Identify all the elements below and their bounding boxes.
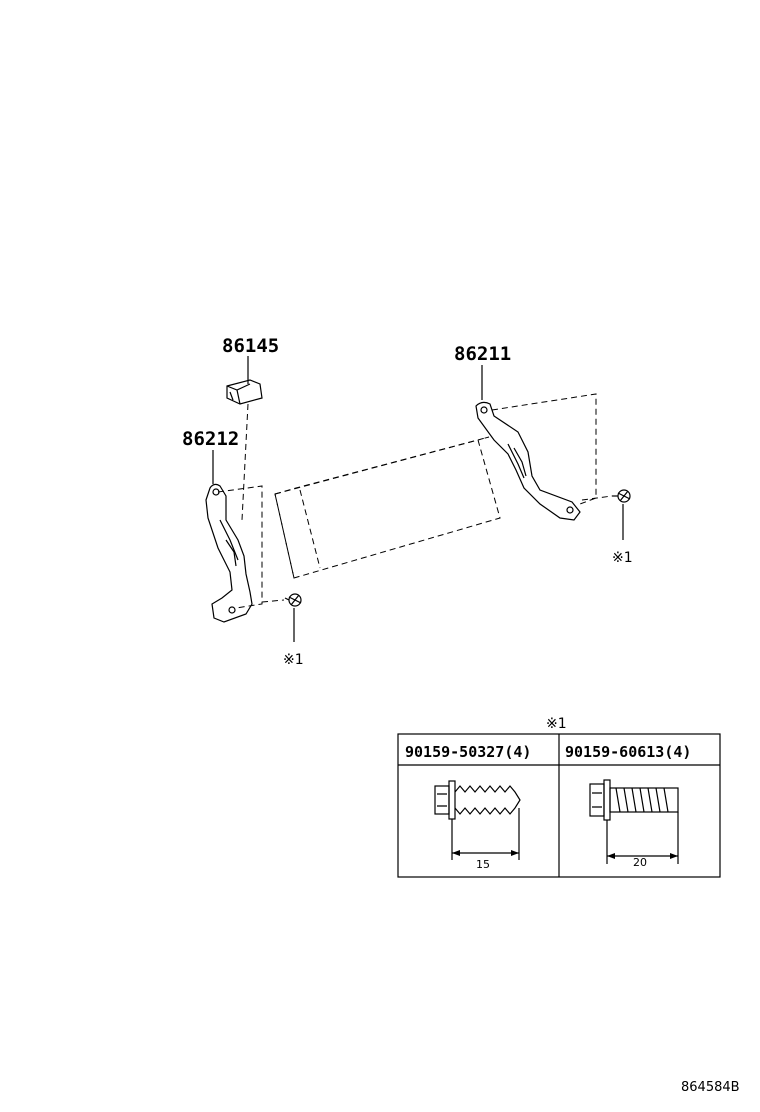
table-part-number-2: 90159-60613(4) bbox=[565, 743, 691, 761]
clip-86145 bbox=[226, 379, 263, 405]
table-reference-mark: ※1 bbox=[546, 716, 567, 732]
bracket-right-dashed bbox=[491, 393, 597, 505]
bracket-left-dashed bbox=[217, 485, 263, 609]
screw-right bbox=[612, 489, 631, 540]
diagram-code: 864584B bbox=[681, 1080, 740, 1095]
callout-86212: 86212 bbox=[182, 428, 239, 450]
length-label-2: 20 bbox=[633, 856, 647, 869]
screw-right-dashed bbox=[581, 495, 613, 501]
radio-unit-outline bbox=[274, 436, 501, 579]
clip-dashed-line bbox=[241, 403, 249, 521]
screw-90159-50327 bbox=[434, 780, 521, 860]
bracket-86211 bbox=[475, 401, 581, 521]
screw-left bbox=[284, 593, 302, 642]
screw-ref-left: ※1 bbox=[283, 652, 304, 668]
bracket-86212 bbox=[205, 483, 253, 623]
screw-ref-right: ※1 bbox=[612, 550, 633, 566]
callout-86211: 86211 bbox=[454, 343, 511, 365]
length-label-1: 15 bbox=[476, 858, 490, 871]
screw-spec-table bbox=[397, 733, 721, 878]
callout-86145: 86145 bbox=[222, 335, 279, 357]
table-part-number-1: 90159-50327(4) bbox=[405, 743, 531, 761]
screw-left-dashed bbox=[261, 599, 285, 603]
screw-90159-60613 bbox=[589, 779, 679, 864]
